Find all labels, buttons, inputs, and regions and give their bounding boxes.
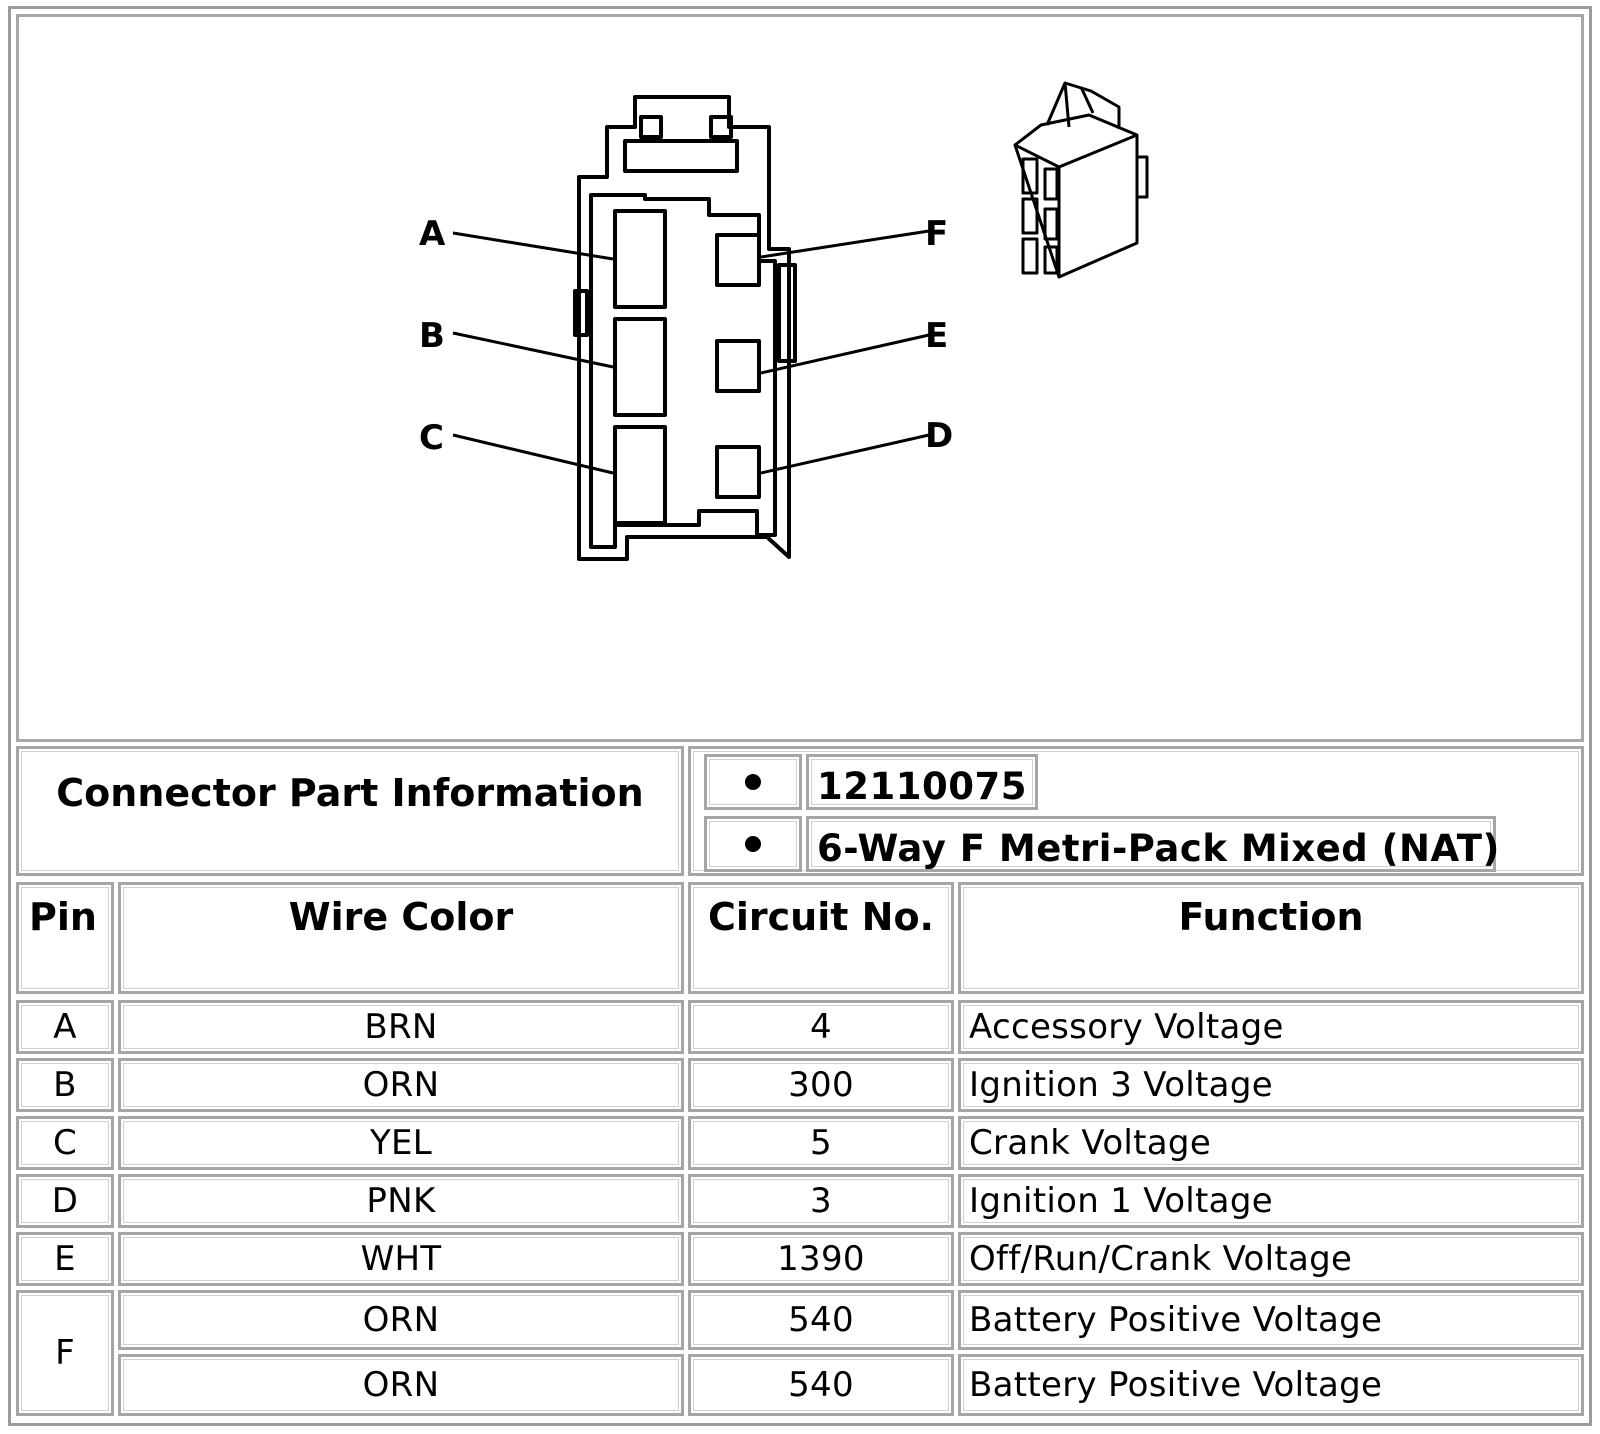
cavity-f (715, 233, 761, 287)
header-pin: Pin (29, 895, 97, 939)
header-pin-cell: Pin (16, 882, 114, 994)
side-rib-left (573, 289, 589, 337)
pin-cell: F (55, 1333, 75, 1373)
function-cell: Crank Voltage (958, 1116, 1584, 1170)
page-frame (8, 6, 1592, 1426)
leader-a (452, 231, 614, 261)
function-cell: Ignition 3 Voltage (958, 1058, 1584, 1112)
part-description: 6-Way F Metri-Pack Mixed (NAT) (817, 827, 1500, 870)
cavity-c (613, 425, 667, 525)
table-row: A (16, 1000, 114, 1054)
table-row: B (16, 1058, 114, 1112)
cavity-e (715, 339, 761, 393)
wire-color-cell: BRN (118, 1000, 684, 1054)
wire-color-cell: YEL (118, 1116, 684, 1170)
part-info-bullet-cell-1 (704, 754, 802, 810)
latch-hole-right (709, 115, 733, 139)
cavity-b (613, 317, 667, 417)
pin-cell: A (53, 1007, 77, 1047)
wire-color-cell: ORN (118, 1354, 684, 1416)
circuit-cell: 300 (688, 1058, 954, 1112)
part-number-cell: 12110075 (806, 754, 1038, 810)
wire-color-cell: PNK (118, 1174, 684, 1228)
latch-hole-left (639, 115, 663, 139)
circuit-cell: 540 (688, 1354, 954, 1416)
circuit-cell: 540 (688, 1290, 954, 1350)
bullet-icon (745, 836, 761, 852)
header-wire-color-cell: Wire Color (118, 882, 684, 994)
leader-b (452, 331, 614, 369)
connector-latch (623, 139, 739, 173)
leader-d (760, 433, 930, 475)
header-function-cell: Function (958, 882, 1584, 994)
pin-label-c: C (419, 418, 444, 458)
part-number: 12110075 (817, 765, 1027, 808)
cavity-d (715, 445, 761, 499)
circuit-cell: 3 (688, 1174, 954, 1228)
function-cell: Battery Positive Voltage (958, 1354, 1584, 1416)
part-info-bullet-cell-2 (704, 816, 802, 872)
wire-color-cell: WHT (118, 1232, 684, 1286)
connector-diagram: A B C D E F (419, 81, 1149, 561)
wire-color-cell: ORN (118, 1058, 684, 1112)
part-description-cell: 6-Way F Metri-Pack Mixed (NAT) (806, 816, 1499, 872)
pin-label-e: E (925, 316, 948, 356)
pin-cell: C (52, 1123, 78, 1163)
pin-cell: E (54, 1239, 76, 1279)
header-wire-color: Wire Color (288, 895, 514, 939)
circuit-cell: 4 (688, 1000, 954, 1054)
pin-label-a: A (419, 214, 446, 254)
bullet-icon (745, 774, 761, 790)
table-row: F (16, 1290, 114, 1416)
function-cell: Accessory Voltage (958, 1000, 1584, 1054)
connector-isometric-view (1013, 81, 1149, 279)
circuit-cell: 5 (688, 1116, 954, 1170)
pin-label-f: F (925, 214, 948, 254)
leader-f (760, 229, 930, 259)
header-circuit: Circuit No. (708, 895, 934, 939)
connector-figure-panel: A B C D E F (16, 14, 1584, 742)
table-row: C (16, 1116, 114, 1170)
pin-label-d: D (925, 416, 953, 456)
wire-color-cell: ORN (118, 1290, 684, 1350)
leader-e (760, 333, 930, 375)
connector-outline (577, 95, 791, 561)
function-cell: Battery Positive Voltage (958, 1290, 1584, 1350)
part-info-label-cell: Connector Part Information (16, 746, 684, 876)
header-circuit-cell: Circuit No. (688, 882, 954, 994)
circuit-cell: 1390 (688, 1232, 954, 1286)
header-function: Function (1178, 895, 1364, 939)
cavity-a (613, 209, 667, 309)
table-row: E (16, 1232, 114, 1286)
pin-label-b: B (419, 316, 445, 356)
side-rib-right (777, 263, 797, 363)
leader-c (452, 433, 614, 475)
connector-inner-outline (589, 193, 777, 549)
pin-cell: B (53, 1065, 77, 1105)
function-cell: Ignition 1 Voltage (958, 1174, 1584, 1228)
pin-cell: D (51, 1181, 79, 1221)
part-info-label: Connector Part Information (56, 771, 644, 815)
part-info-values-cell (688, 746, 1584, 876)
function-cell: Off/Run/Crank Voltage (958, 1232, 1584, 1286)
table-row: D (16, 1174, 114, 1228)
